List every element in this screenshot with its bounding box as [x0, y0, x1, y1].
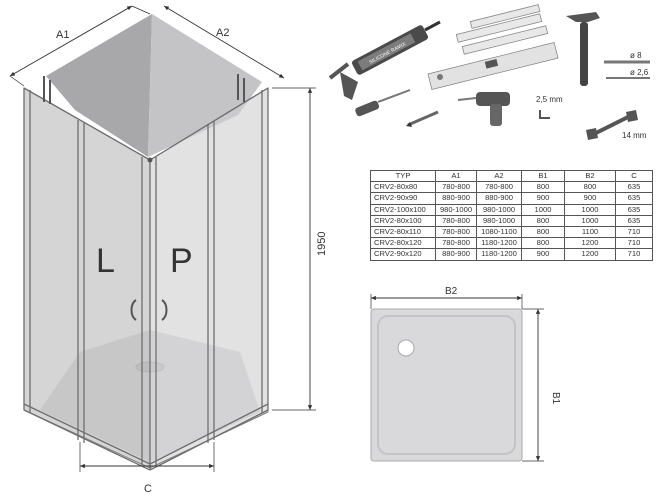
pencil-icon — [406, 110, 439, 127]
cell-a1: 780-800 — [435, 214, 477, 227]
cell-a2: 780-800 — [476, 181, 522, 194]
cell-a2: 1180-1200 — [476, 248, 522, 261]
dim-ext-a1-left — [9, 75, 25, 87]
cell-a1: 880-900 — [435, 248, 477, 261]
table-row: CRV2-80x80 780-800 780-800 800 800 635 — [370, 181, 653, 194]
table-row: CRV2-100x100 980-1000 980-1000 1000 1000… — [370, 203, 653, 216]
cell-typ: CRV2-100x100 — [370, 203, 436, 216]
col-header-typ: TYP — [370, 169, 436, 183]
cell-a2: 1180-1200 — [476, 237, 522, 250]
cell-b1: 900 — [521, 192, 565, 205]
wall-bracket-right — [237, 74, 245, 102]
allen-key-label: 2,5 mm — [536, 95, 563, 104]
cell-a2: 880-900 — [476, 192, 522, 205]
shower-enclosure: L P A1 A2 1950 C — [9, 5, 328, 495]
spec-table-header-row: TYP A1 A2 B1 B2 C — [370, 169, 653, 183]
allen-key-icon: 2,5 mm — [536, 95, 563, 119]
cell-b2: 1200 — [564, 237, 616, 250]
shower-tray: B2 B1 — [370, 286, 561, 462]
cell-c: 635 — [615, 203, 653, 216]
cell-a1: 980-1000 — [435, 203, 477, 216]
spec-table: TYP A1 A2 B1 B2 C CRV2-80x80 780-800 780… — [370, 169, 653, 261]
dim-label-a2: A2 — [216, 27, 229, 39]
col-header-c: C — [615, 169, 653, 183]
cell-typ: CRV2-80x100 — [370, 214, 436, 227]
hammer-icon — [566, 12, 600, 86]
cell-a2: 980-1000 — [476, 203, 522, 216]
col-header-b1: B1 — [521, 169, 565, 183]
table-row: CRV2-80x100 780-800 980-1000 800 1000 63… — [370, 214, 653, 227]
cell-typ: CRV2-80x80 — [370, 181, 436, 194]
dim-ext-a1-right — [131, 5, 151, 15]
cell-typ: CRV2-80x110 — [370, 225, 436, 239]
cell-a1: 780-800 — [435, 181, 477, 194]
side-label-right: P — [170, 242, 193, 280]
dim-label-b1: B1 — [550, 392, 561, 405]
cell-b1: 900 — [521, 248, 565, 261]
wrench-icon: 14 mm — [586, 110, 647, 140]
table-row: CRV2-90x120 880-900 1180-1200 900 1200 7… — [370, 248, 653, 261]
col-header-a2: A2 — [476, 169, 522, 183]
dim-line-a2 — [163, 5, 285, 79]
caulking-gun-icon: SILICONE RAMIX — [328, 20, 441, 100]
cell-c: 635 — [615, 214, 653, 227]
electric-drill-icon — [457, 92, 510, 126]
dim-line-a1 — [9, 5, 133, 77]
spirit-level-icon — [427, 42, 559, 90]
cell-c: 710 — [615, 225, 653, 239]
table-row: CRV2-80x120 780-800 1180-1200 800 1200 7… — [370, 237, 653, 250]
cell-c: 710 — [615, 237, 653, 250]
cell-b2: 1100 — [564, 225, 616, 239]
cell-b2: 800 — [564, 181, 616, 194]
drill-bit-small-label: ø 2,6 — [630, 68, 649, 77]
dim-label-c: C — [144, 483, 152, 495]
cell-a2: 1080-1100 — [476, 225, 522, 239]
tray-body — [370, 308, 523, 462]
cell-a2: 980-1000 — [476, 214, 522, 227]
drill-bits-icon: ø 8 ø 2,6 — [604, 51, 650, 79]
cell-a1: 780-800 — [435, 225, 477, 239]
top-corner-joint — [147, 157, 153, 163]
tools-group: SILICONE RAMIX — [328, 4, 650, 140]
cell-b1: 1000 — [521, 203, 565, 216]
cell-a1: 780-800 — [435, 237, 477, 250]
cell-c: 710 — [615, 248, 653, 261]
cell-typ: CRV2-90x120 — [370, 248, 436, 261]
cell-b1: 800 — [521, 181, 565, 194]
dim-label-b2: B2 — [445, 286, 458, 297]
screwdriver-icon — [355, 89, 411, 117]
cell-b2: 1000 — [564, 203, 616, 216]
folding-ruler-icon — [455, 4, 549, 55]
cell-c: 635 — [615, 181, 653, 194]
cell-a1: 880-900 — [435, 192, 477, 205]
tray-drain — [397, 339, 415, 357]
side-label-left: L — [96, 242, 115, 280]
cell-typ: CRV2-80x120 — [370, 237, 436, 250]
dim-label-a1: A1 — [56, 29, 69, 41]
cell-b2: 900 — [564, 192, 616, 205]
col-header-a1: A1 — [435, 169, 477, 183]
cell-typ: CRV2-90x90 — [370, 192, 436, 205]
table-row: CRV2-80x110 780-800 1080-1100 800 1100 7… — [370, 225, 653, 239]
cell-b1: 800 — [521, 237, 565, 250]
cell-c: 635 — [615, 192, 653, 205]
door-handle-left — [130, 299, 137, 321]
cell-b2: 1200 — [564, 248, 616, 261]
cell-b1: 800 — [521, 225, 565, 239]
drill-bit-large-label: ø 8 — [630, 51, 642, 60]
cell-b1: 800 — [521, 214, 565, 227]
cell-b2: 1000 — [564, 214, 616, 227]
table-row: CRV2-90x90 880-900 880-900 900 900 635 — [370, 192, 653, 205]
dim-label-height: 1950 — [316, 232, 328, 256]
frame-profiles — [23, 87, 269, 471]
wall-bracket-left — [43, 76, 51, 104]
door-handle-right — [161, 299, 168, 321]
col-header-b2: B2 — [564, 169, 616, 183]
wrench-label: 14 mm — [622, 131, 647, 140]
